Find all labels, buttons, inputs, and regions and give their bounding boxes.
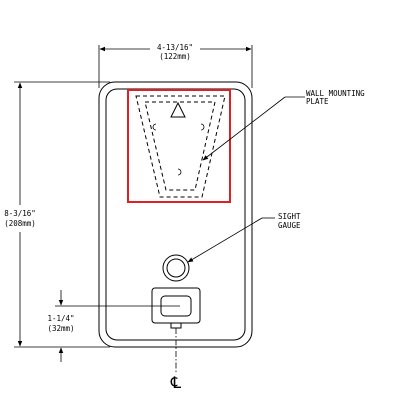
height-dimension: 8-3/16" (208mm) [4,81,110,348]
width-dimension: 4-13/16" (122mm) [98,43,253,88]
highlight-box [127,89,231,203]
push-button [151,287,201,329]
width-dimension-label: 4-13/16" [157,43,193,52]
offset-dimension-metric: (32mm) [47,324,74,333]
sight-gauge [162,254,190,282]
width-dimension-metric: (122mm) [159,52,191,61]
triangle-mark-icon [170,101,186,118]
mounting-hole-right [200,123,205,131]
wall-plate-callout: WALL MOUNTING PLATE [202,89,365,161]
mounting-hole-bottom [177,168,182,176]
height-dimension-metric: (208mm) [4,219,36,228]
height-dimension-label: 8-3/16" [4,209,36,218]
mounting-hole-left [152,123,157,131]
offset-dimension-label: 1-1/4" [47,314,74,323]
sight-gauge-callout: SIGHT GAUGE [187,212,301,263]
centerline-symbol: ℄ [170,373,182,392]
wall-mounting-plate [135,95,226,198]
sight-gauge-label-line1: SIGHT [278,212,301,221]
sight-gauge-label-line2: GAUGE [278,221,301,230]
centerline: ℄ [170,328,182,392]
wall-plate-label-line2: PLATE [306,97,329,106]
offset-dimension: 1-1/4" (32mm) [47,290,180,362]
wall-plate-label-line1: WALL MOUNTING [306,89,365,98]
